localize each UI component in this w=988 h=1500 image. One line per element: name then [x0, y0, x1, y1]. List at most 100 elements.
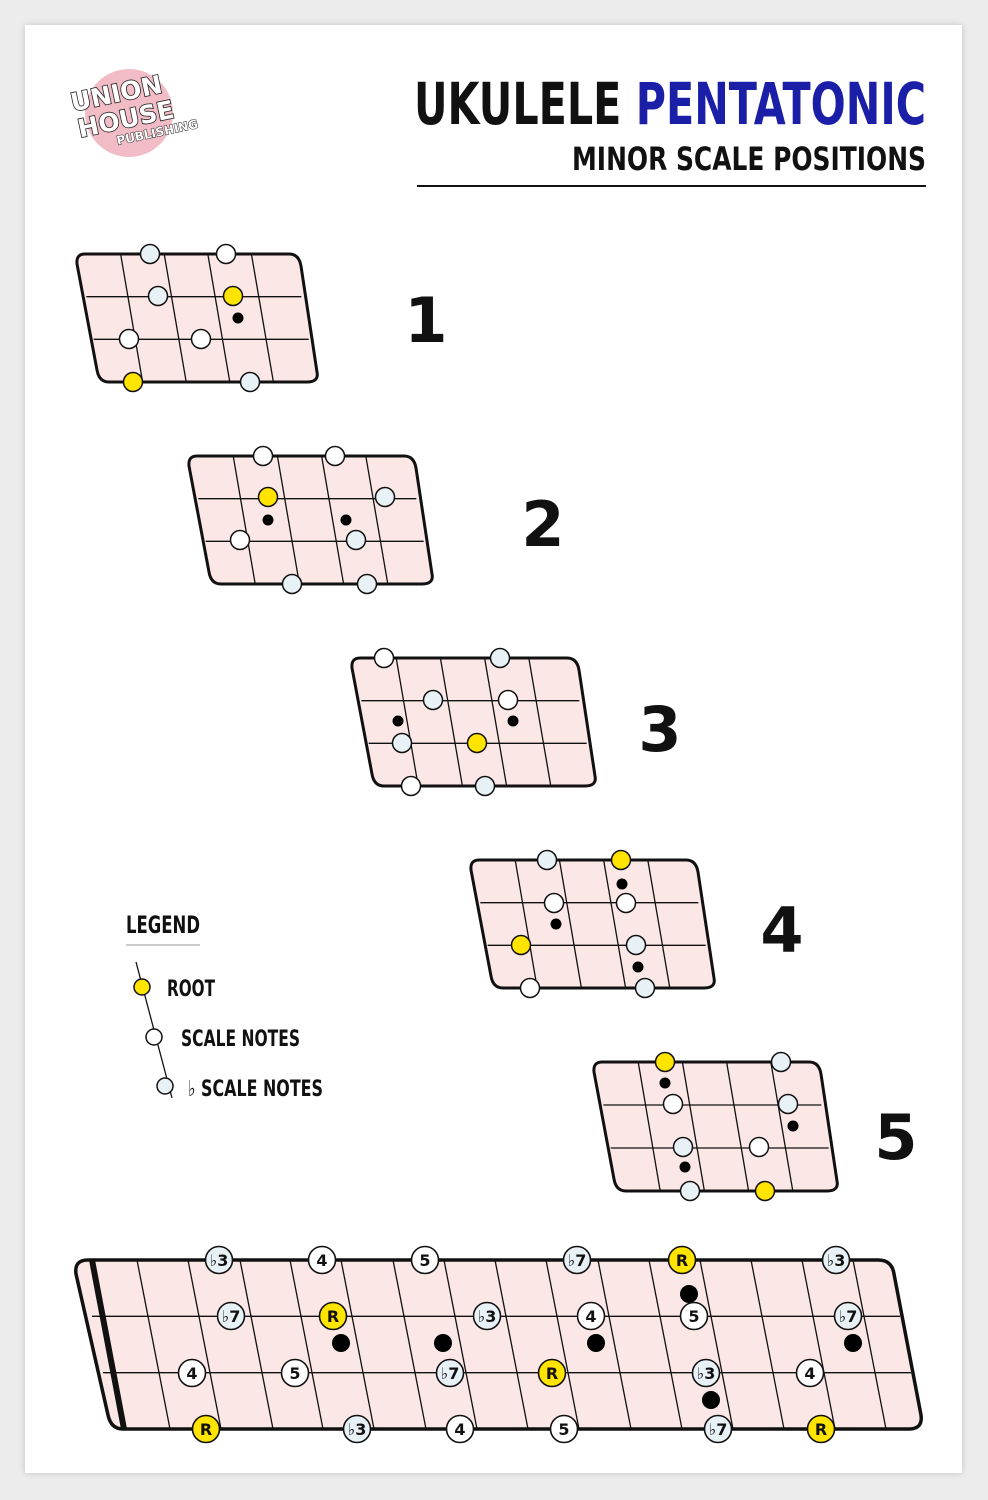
neck-fret-line — [443, 1259, 478, 1430]
neck-note-label: 4 — [454, 1420, 465, 1439]
neck-scale-note — [280, 1358, 310, 1388]
title-word-pentatonic: PENTATONIC — [636, 70, 926, 138]
flat-scale-note — [356, 573, 378, 595]
title-word-ukulele: UKULELE — [414, 70, 621, 138]
position-diagram-4 — [469, 849, 716, 999]
neck-note-label: ♭3 — [478, 1307, 497, 1326]
neck-note-label: R — [676, 1251, 688, 1270]
scale-note — [497, 689, 519, 711]
union-house-logo: UNION HOUSE PUBLISHING — [67, 69, 200, 157]
fret-marker-dot — [550, 918, 562, 930]
scale-note — [615, 892, 637, 914]
fret-line — [725, 1061, 750, 1192]
fret-marker-dot — [679, 1161, 691, 1173]
neck-fret-line — [801, 1259, 836, 1430]
neck-flat-note — [703, 1414, 733, 1444]
scale-note — [324, 445, 346, 467]
fret-line — [514, 859, 538, 989]
neck-note-label: ♭3 — [827, 1251, 846, 1270]
neck-flat-note — [216, 1301, 246, 1331]
neck-fret-marker-dot — [702, 1391, 720, 1409]
fret-line — [483, 657, 508, 787]
neck-root-note — [667, 1245, 697, 1275]
flat-scale-note — [770, 1051, 792, 1073]
fret-line — [119, 253, 144, 383]
neck-flat-note — [342, 1414, 372, 1444]
root-note — [654, 1051, 676, 1073]
flat-scale-note — [679, 1180, 701, 1202]
neck-scale-note — [576, 1301, 606, 1331]
legend-root-label: ROOT — [167, 977, 215, 1002]
scale-note — [252, 445, 274, 467]
neck-flat-note — [435, 1358, 465, 1388]
title-block: UKULELE PENTATONIC MINOR SCALE POSITIONS — [414, 70, 926, 187]
position-number-5: 5 — [874, 1101, 917, 1174]
scale-note — [748, 1136, 770, 1158]
page-subtitle: MINOR SCALE POSITIONS — [572, 140, 926, 178]
neck-fret-marker-dot — [680, 1285, 698, 1303]
flat-scale-note — [536, 849, 558, 871]
root-note — [222, 285, 244, 307]
neck-fret-marker-dot — [332, 1334, 350, 1352]
neck-note-label: ♭3 — [697, 1364, 716, 1383]
neck-flat-note — [691, 1358, 721, 1388]
neck-note-label: 4 — [585, 1307, 596, 1326]
fret-marker-dot — [616, 878, 628, 890]
root-note — [610, 849, 632, 871]
scale-note — [519, 977, 541, 999]
position-diagram-1 — [75, 243, 319, 393]
position-diagram-3 — [350, 647, 597, 797]
flat-scale-note — [672, 1136, 694, 1158]
neck-note-label: ♭7 — [222, 1307, 241, 1326]
neck-fret-line — [239, 1259, 274, 1430]
fretboard-body — [75, 252, 319, 384]
scale-note — [215, 243, 237, 265]
flat-scale-note — [139, 243, 161, 265]
flat-scale-note — [374, 486, 396, 508]
legend-flat-label: ♭ SCALE NOTES — [188, 1077, 323, 1102]
neck-fret-line — [340, 1259, 375, 1430]
position-number-4: 4 — [760, 894, 803, 967]
legend-flat-swatch — [156, 1077, 174, 1095]
fretboard-body — [469, 858, 716, 990]
fretboard-body — [350, 656, 597, 788]
root-note — [257, 486, 279, 508]
root-note — [466, 732, 488, 754]
neck-flat-note — [562, 1245, 592, 1275]
neck-fret-line — [494, 1259, 529, 1430]
page-title: UKULELE PENTATONIC — [414, 70, 926, 138]
flat-scale-note — [474, 775, 496, 797]
position-diagram-2 — [187, 445, 434, 595]
flat-scale-note — [281, 573, 303, 595]
fret-marker-dot — [392, 715, 404, 727]
scale-note — [190, 328, 212, 350]
fret-line — [250, 253, 275, 383]
neck-flat-note — [204, 1245, 234, 1275]
neck-scale-note — [177, 1358, 207, 1388]
flat-scale-note — [777, 1093, 799, 1115]
neck-note-label: R — [815, 1420, 827, 1439]
neck-note-label: ♭3 — [348, 1420, 367, 1439]
neck-root-note — [318, 1301, 348, 1331]
fret-line — [207, 253, 231, 383]
neck-flat-note — [472, 1301, 502, 1331]
fret-marker-dot — [787, 1120, 799, 1132]
fret-line — [276, 455, 301, 585]
neck-fret-line — [699, 1259, 734, 1430]
fretboard-body — [187, 454, 434, 586]
neck-note-label: ♭7 — [568, 1251, 587, 1270]
neck-scale-note — [410, 1245, 440, 1275]
neck-flat-note — [833, 1301, 863, 1331]
fret-line — [637, 1061, 661, 1192]
fret-marker-dot — [507, 715, 519, 727]
scale-note — [373, 647, 395, 669]
fret-line — [558, 859, 583, 989]
neck-note-label: 4 — [804, 1364, 815, 1383]
neck-fret-line — [392, 1259, 427, 1430]
neck-fret-line — [648, 1259, 683, 1430]
legend-scale-label: SCALE NOTES — [181, 1027, 300, 1052]
fret-line — [320, 455, 345, 585]
fret-line — [365, 455, 389, 585]
fret-line — [681, 1061, 706, 1192]
